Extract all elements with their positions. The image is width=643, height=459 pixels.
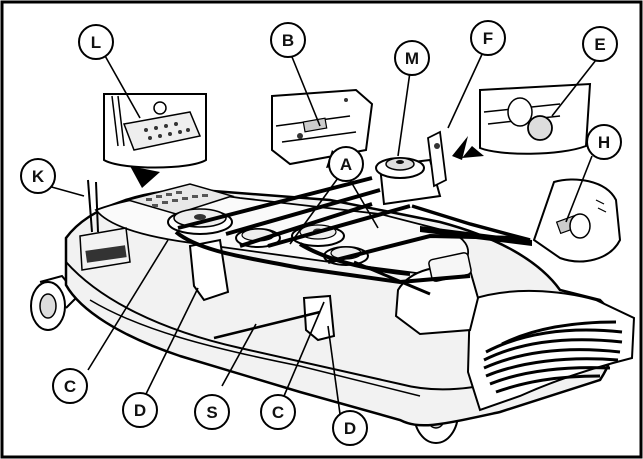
callout-f: F [470, 20, 506, 56]
callout-circle [122, 392, 158, 428]
callout-label: D [344, 419, 356, 438]
callout-c2: C [260, 394, 296, 430]
callout-label: S [206, 403, 217, 422]
lift-arm-left [79, 179, 131, 271]
callout-circle [52, 368, 88, 404]
inset-E [462, 82, 592, 158]
callout-circle [582, 26, 618, 62]
inset-F-pointer [452, 136, 468, 160]
callout-d1: D [122, 392, 158, 428]
lift-bracket-center [302, 294, 336, 342]
callout-circle [20, 158, 56, 194]
callout-k: K [20, 158, 56, 194]
callout-label: C [64, 377, 76, 396]
callout-h: H [586, 124, 622, 160]
callout-label: C [272, 403, 284, 422]
callout-e: E [582, 26, 618, 62]
callout-c1: C [52, 368, 88, 404]
callouts: L B M F E K A H C D S C D [20, 20, 622, 446]
inset-L [103, 93, 207, 188]
callout-d2: D [332, 410, 368, 446]
callout-label: F [483, 29, 493, 48]
gearbox-drive-pulley [375, 130, 447, 206]
callout-label: B [282, 31, 294, 50]
lift-bracket-left [188, 238, 230, 302]
callout-circle [78, 24, 114, 60]
callout-label: K [32, 167, 45, 186]
callout-circle [260, 394, 296, 430]
callout-l: L [78, 24, 114, 60]
callout-label: D [134, 401, 146, 420]
callout-label: M [405, 49, 419, 68]
callout-circle [394, 40, 430, 76]
callout-circle [270, 22, 306, 58]
callout-label: L [91, 33, 101, 52]
inset-H [420, 178, 622, 263]
pulleys [167, 130, 447, 266]
callout-b: B [270, 22, 306, 58]
callout-label: E [594, 35, 605, 54]
height-gauge-plate [125, 183, 235, 215]
stabilizer-rod [213, 310, 321, 340]
inset-B [271, 88, 374, 168]
callout-circle [586, 124, 622, 160]
callout-label: H [598, 133, 610, 152]
callout-a: A [328, 146, 364, 182]
callout-m: M [394, 40, 430, 76]
callout-circle [194, 394, 230, 430]
discharge-chute [466, 290, 636, 412]
callout-s: S [194, 394, 230, 430]
left-caster-wheel [30, 274, 80, 331]
callout-label: A [340, 155, 352, 174]
callout-circle [470, 20, 506, 56]
callout-circle [328, 146, 364, 182]
callout-circle [332, 410, 368, 446]
leader-lines [47, 49, 597, 415]
